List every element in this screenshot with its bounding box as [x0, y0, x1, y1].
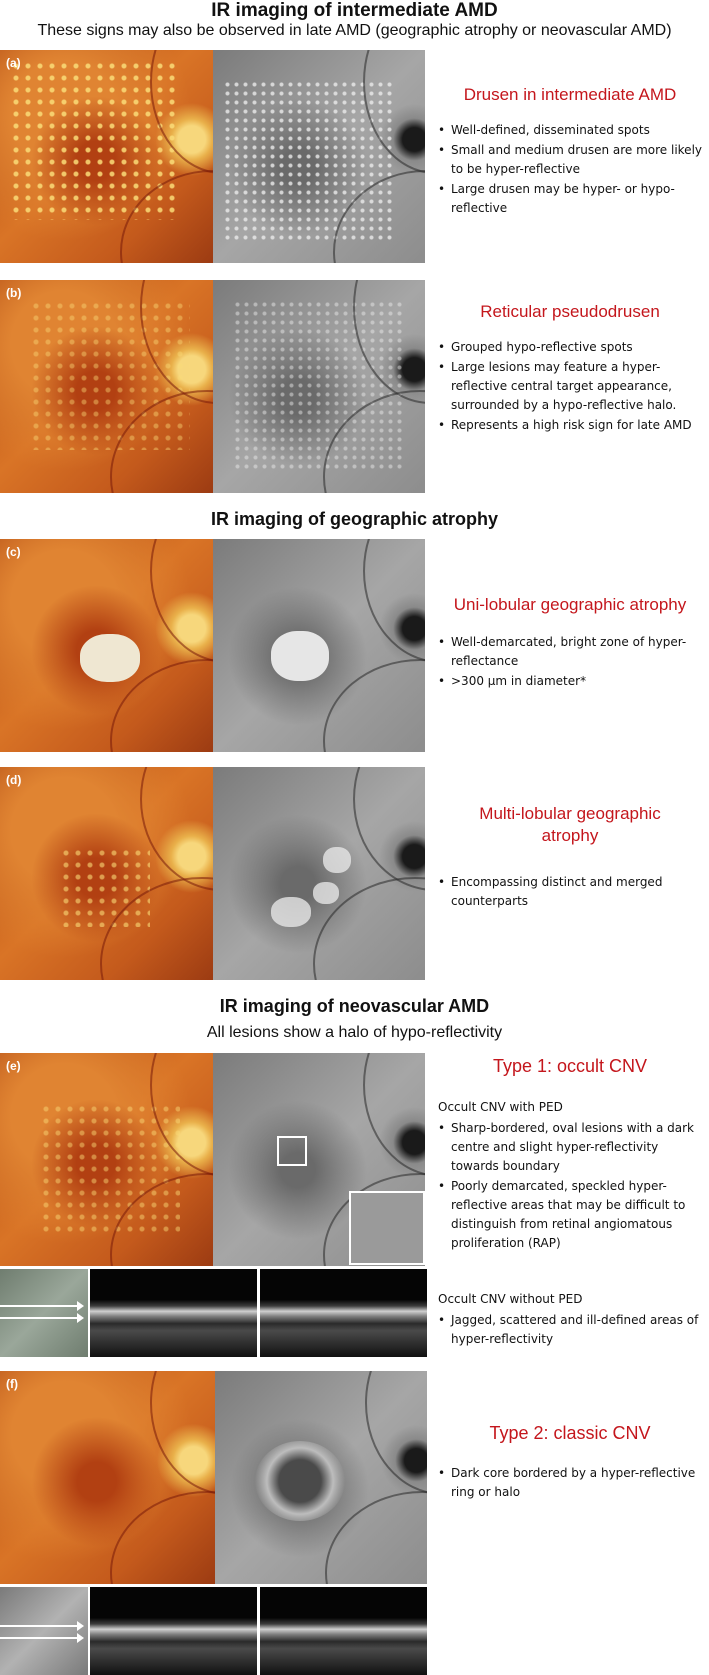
- bullet-item: Encompassing distinct and merged counter…: [438, 873, 708, 911]
- section-title-nv: IR imaging of neovascular AMD: [219, 996, 490, 1016]
- bullet-item: Dark core bordered by a hyper-reflective…: [438, 1464, 708, 1502]
- fundus-photo-c: [0, 539, 213, 752]
- panel-title-f: Type 2: classic CNV: [489, 1423, 651, 1443]
- panel-title-b: Reticular pseudodrusen: [480, 302, 660, 321]
- panel-label-f: (f): [6, 1377, 18, 1391]
- arrow-icon: [0, 1633, 84, 1643]
- panel-title-e: Type 1: occult CNV: [492, 1056, 648, 1076]
- oct-scan-f-1: [90, 1587, 257, 1675]
- zoom-inset: [349, 1191, 425, 1265]
- bullet-list-e1: Sharp-bordered, oval lesions with a dark…: [438, 1119, 708, 1254]
- bullet-item: Represents a high risk sign for late AMD: [438, 416, 708, 435]
- panel-label-c: (c): [6, 545, 21, 559]
- bullet-item: Jagged, scattered and ill-defined areas …: [438, 1311, 708, 1349]
- oct-scan-e-1: [90, 1269, 257, 1357]
- panel-title-a: Drusen in intermediate AMD: [463, 85, 677, 104]
- subheading-with-ped: Occult CNV with PED: [438, 1100, 563, 1114]
- fundus-photo-d: [0, 767, 213, 980]
- bullet-item: Well-defined, disseminated spots: [438, 121, 708, 140]
- ir-image-e: [213, 1053, 425, 1266]
- panel-title-c: Uni-lobular geographic atrophy: [453, 595, 687, 614]
- panel-title-d: Multi-lobular geographic atrophy: [479, 804, 661, 845]
- bullet-item: Sharp-bordered, oval lesions with a dark…: [438, 1119, 708, 1176]
- oct-scan-e-2: [260, 1269, 427, 1357]
- bullet-list-a: Well-defined, disseminated spots Small a…: [438, 121, 708, 219]
- section-title-ga: IR imaging of geographic atrophy: [210, 509, 498, 529]
- section-subtitle-intermediate: These signs may also be observed in late…: [37, 22, 672, 39]
- panel-label-b: (b): [6, 286, 22, 300]
- section-subtitle-nv: All lesions show a halo of hypo-reflecti…: [206, 1024, 503, 1041]
- fundus-photo-f: [0, 1371, 215, 1584]
- bullet-item: Large drusen may be hyper- or hypo-refle…: [438, 180, 708, 218]
- bullet-item: Large lesions may feature a hyper-reflec…: [438, 358, 708, 415]
- bullet-item: Well-demarcated, bright zone of hyper-re…: [438, 633, 708, 671]
- bullet-list-f: Dark core bordered by a hyper-reflective…: [438, 1464, 708, 1503]
- bullet-list-d: Encompassing distinct and merged counter…: [438, 873, 708, 912]
- panel-label-e: (e): [6, 1059, 21, 1073]
- bullet-list-b: Grouped hypo-reflective spots Large lesi…: [438, 338, 708, 436]
- bullet-item: Small and medium drusen are more likely …: [438, 141, 708, 179]
- bullet-list-c: Well-demarcated, bright zone of hyper-re…: [438, 633, 708, 692]
- bullet-item: Grouped hypo-reflective spots: [438, 338, 708, 357]
- ir-image-b: [213, 280, 425, 493]
- fundus-photo-e: [0, 1053, 213, 1266]
- arrow-icon: [0, 1313, 84, 1323]
- fundus-photo-b: [0, 280, 213, 493]
- bullet-item: Poorly demarcated, speckled hyper-reflec…: [438, 1177, 708, 1253]
- bullet-item: >300 µm in diameter*: [438, 672, 708, 691]
- section-title-intermediate: IR imaging of intermediate AMD: [211, 0, 498, 21]
- oct-scan-f-2: [260, 1587, 427, 1675]
- ir-image-a: [213, 50, 425, 263]
- ir-thumbnail-e: [0, 1269, 88, 1357]
- arrow-icon: [0, 1301, 84, 1311]
- subheading-without-ped: Occult CNV without PED: [438, 1292, 583, 1306]
- bullet-list-e2: Jagged, scattered and ill-defined areas …: [438, 1311, 708, 1350]
- arrow-icon: [0, 1621, 84, 1631]
- ir-image-f: [215, 1371, 427, 1584]
- panel-label-d: (d): [6, 773, 22, 787]
- roi-box: [277, 1136, 307, 1166]
- ir-image-d: [213, 767, 425, 980]
- fundus-photo-a: [0, 50, 213, 263]
- ir-thumbnail-f: [0, 1587, 88, 1675]
- panel-label-a: (a): [6, 56, 21, 70]
- ir-image-c: [213, 539, 425, 752]
